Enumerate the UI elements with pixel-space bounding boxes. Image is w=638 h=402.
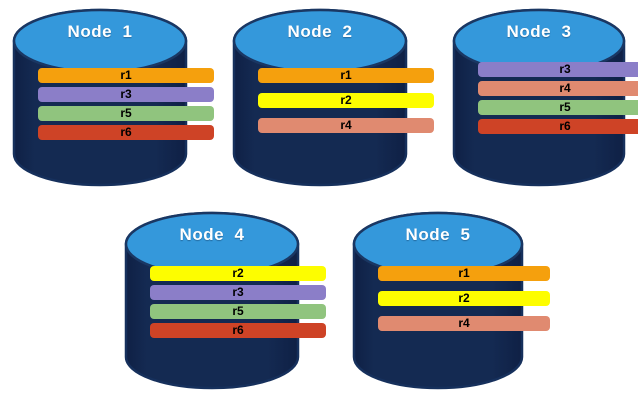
replica-label: r6 xyxy=(120,125,132,139)
replica-list: r2 r3 r5 r6 xyxy=(124,266,352,342)
replica-label: r5 xyxy=(232,304,244,318)
replica-bar[interactable]: r2 xyxy=(150,266,326,281)
replica-label: r6 xyxy=(232,323,244,337)
replica-label: r3 xyxy=(232,285,244,299)
node-title: Node 5 xyxy=(405,225,471,244)
replica-bar[interactable]: r6 xyxy=(478,119,638,134)
replica-label: r1 xyxy=(458,266,470,280)
replica-label: r3 xyxy=(120,87,132,101)
replica-bar[interactable]: r3 xyxy=(150,285,326,300)
replica-label: r2 xyxy=(232,266,244,280)
node-title: Node 4 xyxy=(179,225,245,244)
replica-label: r1 xyxy=(120,68,132,82)
replica-bar[interactable]: r1 xyxy=(38,68,214,83)
node-title: Node 1 xyxy=(67,22,133,41)
cylinder-shape xyxy=(124,211,300,390)
database-node[interactable]: Node 4 r2 r3 r5 r6 xyxy=(124,211,326,390)
replica-bar[interactable]: r1 xyxy=(258,68,434,83)
replica-list: r3 r4 r5 r6 xyxy=(452,62,638,138)
node-title: Node 2 xyxy=(287,22,353,41)
replica-bar[interactable]: r6 xyxy=(38,125,214,140)
replica-bar[interactable]: r1 xyxy=(378,266,550,281)
replica-bar[interactable]: r4 xyxy=(378,316,550,331)
node-title: Node 3 xyxy=(506,22,572,41)
replica-bar[interactable]: r5 xyxy=(478,100,638,115)
replica-label: r4 xyxy=(340,118,352,132)
database-node[interactable]: Node 5 r1 r2 r4 xyxy=(352,211,550,390)
database-node[interactable]: Node 1 r1 r3 r5 r6 xyxy=(12,8,214,187)
replica-label: r2 xyxy=(458,291,470,305)
replica-bar[interactable]: r5 xyxy=(150,304,326,319)
replica-bar[interactable]: r2 xyxy=(378,291,550,306)
replica-bar[interactable]: r4 xyxy=(258,118,434,133)
replica-list: r1 r3 r5 r6 xyxy=(12,68,240,144)
cylinder-shape xyxy=(452,8,626,187)
database-node[interactable]: Node 3 r3 r4 r5 r6 xyxy=(452,8,638,187)
replica-label: r5 xyxy=(120,106,132,120)
replica-label: r2 xyxy=(340,93,352,107)
replica-bar[interactable]: r6 xyxy=(150,323,326,338)
replica-label: r6 xyxy=(559,119,571,133)
replica-list: r1 r2 r4 xyxy=(232,68,460,143)
replica-bar[interactable]: r3 xyxy=(478,62,638,77)
replica-label: r3 xyxy=(559,62,571,76)
replica-bar[interactable]: r3 xyxy=(38,87,214,102)
replica-bar[interactable]: r4 xyxy=(478,81,638,96)
replica-label: r4 xyxy=(458,316,470,330)
replica-label: r5 xyxy=(559,100,571,114)
replica-bar[interactable]: r2 xyxy=(258,93,434,108)
database-node[interactable]: Node 2 r1 r2 r4 xyxy=(232,8,434,187)
replica-label: r4 xyxy=(559,81,571,95)
replica-label: r1 xyxy=(340,68,352,82)
replica-list: r1 r2 r4 xyxy=(352,266,576,341)
replica-bar[interactable]: r5 xyxy=(38,106,214,121)
